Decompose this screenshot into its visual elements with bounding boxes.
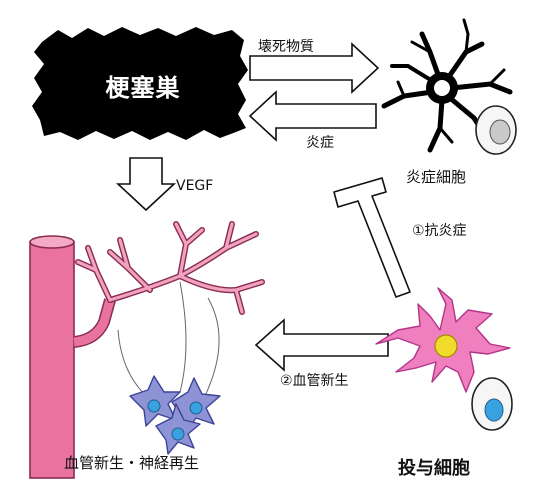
- neuron-cluster-illustration: [129, 375, 221, 455]
- infarct-box: [32, 27, 248, 140]
- inflammatory-cell-illustration: [381, 18, 513, 153]
- anti-inflammation-label: ①抗炎症: [412, 223, 467, 239]
- blood-vessel-illustration: [29, 221, 265, 479]
- necrotic-material-label: 壊死物質: [258, 39, 314, 55]
- transplanted-cell-label: 投与細胞: [398, 458, 470, 479]
- vegf-label: VEGF: [176, 178, 214, 194]
- anti-inflammation-inhibition-bar: [333, 177, 411, 298]
- angiogenesis-arrow: [254, 318, 389, 372]
- inflammatory-side-cell: [475, 105, 517, 155]
- inflammation-arrow: [248, 90, 377, 142]
- inflammation-label: 炎症: [306, 135, 334, 151]
- inflammatory-cell-label: 炎症細胞: [406, 168, 467, 186]
- necrotic-material-arrow: [249, 42, 380, 94]
- transplanted-cell-illustration: [375, 287, 511, 393]
- vegf-arrow: [115, 157, 177, 212]
- angiogenesis-label: ②血管新生: [280, 373, 349, 389]
- transplanted-side-cell: [471, 377, 513, 431]
- regeneration-label: 血管新生・神経再生: [64, 454, 200, 472]
- infarct-label: 梗塞巣: [105, 73, 181, 102]
